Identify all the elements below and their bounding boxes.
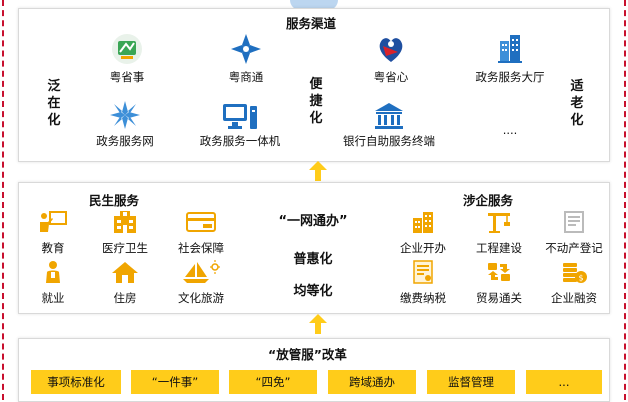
channel-label: 粤省心 <box>373 70 409 84</box>
trade-customs-icon <box>488 263 510 281</box>
government-service-web-icon <box>110 101 140 129</box>
service-label: 医疗卫生 <box>102 241 148 255</box>
service-social-security[interactable]: 社会保障 <box>164 210 238 256</box>
right-dashed-border <box>624 0 626 400</box>
channel-yueshengshi[interactable]: 粤省事 <box>72 32 182 85</box>
kiosk-computer-icon <box>223 104 257 129</box>
reform-item-cross-region[interactable]: 跨域通办 <box>328 370 416 394</box>
equalization-label: 均等化 <box>293 284 333 299</box>
up-arrow-icon <box>309 314 327 334</box>
channel-more: .... <box>455 120 565 137</box>
livelihood-services-title: 民生服务 <box>89 193 140 208</box>
service-construction[interactable]: 工程建设 <box>462 210 536 256</box>
real-estate-register-icon <box>564 211 584 233</box>
inclusive-label: 普惠化 <box>293 252 333 267</box>
up-arrow-icon <box>309 161 327 181</box>
yueshengxin-app-icon <box>379 38 403 62</box>
service-tax[interactable]: 缴费纳税 <box>386 260 460 306</box>
left-dashed-border <box>2 0 4 400</box>
reform-item-more[interactable]: ... <box>526 370 602 394</box>
service-label: 就业 <box>41 291 65 305</box>
service-label: 贸易通关 <box>476 291 522 305</box>
service-education[interactable]: 教育 <box>16 210 90 256</box>
hospital-icon <box>114 211 136 233</box>
right-vertical-tag: 适 老 化 <box>570 79 584 128</box>
tax-form-icon <box>413 260 433 284</box>
service-label: 不动产登记 <box>545 241 603 255</box>
service-housing[interactable]: 住房 <box>88 260 162 306</box>
channel-government-web[interactable]: 政务服务网 <box>70 100 180 149</box>
reform-item-four-exemptions[interactable]: “四免” <box>229 370 317 394</box>
bank-terminal-icon <box>375 103 403 129</box>
reform-item-standardization[interactable]: 事项标准化 <box>31 370 121 394</box>
channel-label: 政务服务大厅 <box>475 70 545 84</box>
service-label: 工程建设 <box>476 241 522 255</box>
yueshengshi-app-icon <box>112 34 142 64</box>
service-label: 企业开办 <box>400 241 446 255</box>
enterprise-services-title: 涉企服务 <box>463 193 514 208</box>
center-vertical-tag: 便 捷 化 <box>309 77 323 126</box>
finance-coins-icon: $ <box>563 263 587 283</box>
service-culture-tourism[interactable]: 文化旅游 <box>164 260 238 306</box>
service-label: 缴费纳税 <box>400 291 446 305</box>
left-vertical-tag: 泛 在 化 <box>47 79 61 128</box>
channel-label: 政务服务一体机 <box>199 134 281 148</box>
service-trade[interactable]: 贸易通关 <box>462 260 536 306</box>
services-panel <box>18 182 610 314</box>
social-security-card-icon <box>186 212 216 232</box>
service-label: 住房 <box>113 291 137 305</box>
reform-title: “放管服”改革 <box>268 347 347 362</box>
channel-yueshengxin[interactable]: 粤省心 <box>336 32 446 85</box>
education-teacher-icon <box>40 211 67 232</box>
culture-tourism-icon <box>183 260 220 283</box>
channel-service-hall[interactable]: 政务服务大厅 <box>455 32 565 85</box>
reform-item-supervision[interactable]: 监督管理 <box>427 370 515 394</box>
one-network-label: “一网通办” <box>278 214 348 229</box>
enterprise-building-icon <box>413 212 433 233</box>
channel-label: 政务服务网 <box>96 134 154 148</box>
service-channels-panel <box>18 8 610 162</box>
channel-label: 粤省事 <box>109 70 145 84</box>
service-label: 文化旅游 <box>178 291 224 305</box>
service-label: 教育 <box>41 241 65 255</box>
channel-yueshangtong[interactable]: 粤商通 <box>191 32 301 85</box>
house-icon <box>112 262 138 283</box>
service-employment[interactable]: 就业 <box>16 260 90 306</box>
service-healthcare[interactable]: 医疗卫生 <box>88 210 162 256</box>
service-hall-building-icon <box>498 35 522 63</box>
channel-label: 粤商通 <box>228 70 264 84</box>
construction-crane-icon <box>488 213 510 233</box>
svg-text:$: $ <box>578 274 583 283</box>
channel-label: 银行自助服务终端 <box>343 134 435 148</box>
top-tab-decoration <box>290 0 338 10</box>
channel-bank-terminal[interactable]: 银行自助服务终端 <box>334 102 444 149</box>
service-channels-title: 服务渠道 <box>286 16 337 31</box>
service-real-estate[interactable]: 不动产登记 <box>537 210 611 256</box>
yueshangtong-app-icon <box>231 34 261 64</box>
service-label: 社会保障 <box>178 241 224 255</box>
reform-item-one-thing[interactable]: “一件事” <box>131 370 219 394</box>
channel-more-label: .... <box>502 123 518 137</box>
channel-kiosk[interactable]: 政务服务一体机 <box>185 102 295 149</box>
service-financing[interactable]: $ 企业融资 <box>537 260 611 306</box>
service-enterprise-setup[interactable]: 企业开办 <box>386 210 460 256</box>
service-label: 企业融资 <box>551 291 597 305</box>
employment-worker-icon <box>46 261 60 283</box>
